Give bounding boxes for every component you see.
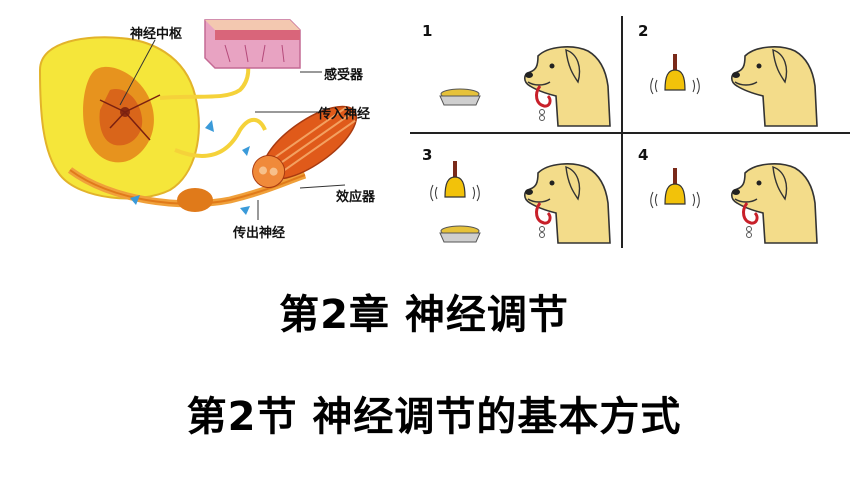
- section-title: 第2节 神经调节的基本方式: [186, 394, 682, 440]
- label-efferent-nerve: 传出神经: [233, 226, 286, 241]
- label-nerve-center: 神经中枢: [130, 27, 183, 42]
- label-receptor: 感受器: [324, 68, 364, 83]
- label-afferent-nerve: 传入神经: [318, 107, 371, 122]
- panel-number-4: 4: [638, 146, 649, 164]
- panel-number-3: 3: [422, 146, 433, 164]
- reflex-arc-diagram: 神经中枢 感受器 传入神经 效应器 传出神经: [0, 0, 410, 250]
- conditioning-illustration: [410, 16, 850, 248]
- conditioning-panels: 1 2 3 4: [410, 8, 850, 253]
- panel-number-1: 1: [422, 22, 433, 40]
- label-effector: 效应器: [336, 190, 376, 205]
- chapter-title: 第2章 神经调节: [279, 292, 569, 338]
- panel-number-2: 2: [638, 22, 649, 40]
- reflex-arc-illustration: [38, 19, 358, 220]
